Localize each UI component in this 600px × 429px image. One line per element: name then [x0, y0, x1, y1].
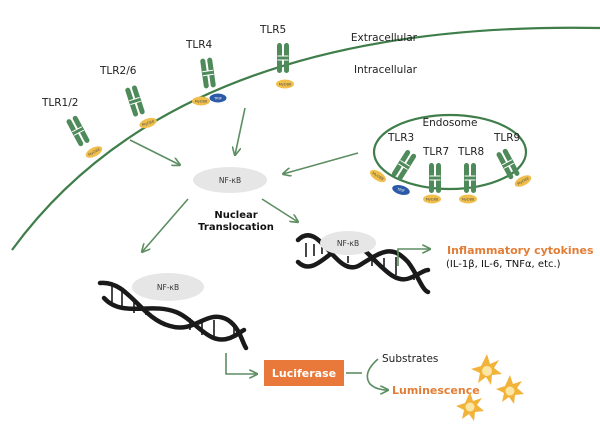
nuclear-translocation-line1: Nuclear — [214, 210, 257, 221]
arrow-to-luciferase — [225, 353, 257, 374]
tlr1-2-receptor: MyD88 — [65, 114, 103, 158]
tlr2-6-receptor: MyD88 — [124, 84, 157, 129]
arrow-tlr4-to-nfkb — [235, 107, 246, 155]
intracellular-label: Intracellular — [354, 64, 418, 76]
myd88-label: MyD88 — [195, 99, 208, 103]
arrow-substrates-to-luminescence — [366, 358, 388, 390]
arrow-endosome-to-nfkb — [283, 152, 359, 174]
nfkb-reporter — [132, 273, 204, 301]
myd88-label: MyD88 — [462, 197, 475, 201]
nfkb-reporter-label: NF-κB — [157, 283, 179, 292]
luminescence-label: Luminescence — [392, 384, 480, 397]
inflammatory-cytokines-label: Inflammatory cytokines — [447, 244, 594, 257]
tlr9-label: TLR9 — [493, 132, 520, 144]
arrow-nfkb-to-reporter — [142, 198, 189, 252]
cytokine-list-label: (IL-1β, IL-6, TNFα, etc.) — [446, 259, 561, 270]
luciferase-box — [264, 360, 344, 386]
luminescence-star-icon — [496, 375, 524, 404]
luminescence-star-icon — [456, 392, 484, 421]
extracellular-label: Extracellular — [351, 32, 418, 44]
cell-membrane — [11, 26, 600, 251]
myd88-label: MyD88 — [88, 147, 102, 157]
tlr8-receptor: MyD88 — [459, 163, 477, 204]
arrow-to-cytokines — [397, 249, 430, 266]
myd88-label: MyD88 — [517, 176, 531, 186]
luminescence-star-icon — [471, 354, 502, 385]
nfkb-genome-label: NF-κB — [337, 239, 359, 248]
dna-helix-reporter — [97, 280, 249, 351]
endosome-label: Endosome — [423, 117, 478, 129]
tlr7-receptor: MyD88 — [423, 163, 441, 204]
nfkb-cytoplasm-label: NF-κB — [219, 176, 241, 185]
arrow-nfkb-to-genome — [261, 198, 298, 222]
nuclear-translocation-line2: Translocation — [198, 222, 274, 233]
trif-label: TRIF — [396, 187, 406, 193]
tlr4-label: TLR4 — [185, 39, 213, 51]
tlr8-label: TLR8 — [457, 146, 484, 158]
tlr2-6-label: TLR2/6 — [99, 65, 137, 77]
tlr9-receptor: MyD88 — [495, 147, 532, 187]
myd88-label: MyD88 — [426, 197, 439, 201]
myd88-label: MyD88 — [371, 171, 384, 181]
tlr7-label: TLR7 — [422, 146, 449, 158]
myd88-label: MyD88 — [279, 82, 292, 86]
tlr3-label: TLR3 — [387, 132, 414, 144]
endosome — [372, 113, 528, 191]
tlr1-2-label: TLR1/2 — [41, 97, 78, 109]
tlr5-label: TLR5 — [259, 24, 286, 36]
nfkb-genome — [320, 231, 376, 255]
substrates-label: Substrates — [382, 353, 438, 365]
tlr5-receptor: MyD88 — [276, 43, 294, 89]
tlr3-receptor: MyD88 TRIF — [370, 149, 418, 195]
arrow-tlr1-2-to-nfkb — [129, 139, 180, 165]
luciferase-label: Luciferase — [272, 367, 336, 380]
nfkb-cytoplasm — [193, 167, 267, 193]
myd88-label: MyD88 — [141, 119, 155, 127]
tlr4-receptor: MyD88 TRIF — [192, 57, 227, 106]
trif-label: TRIF — [213, 96, 222, 100]
